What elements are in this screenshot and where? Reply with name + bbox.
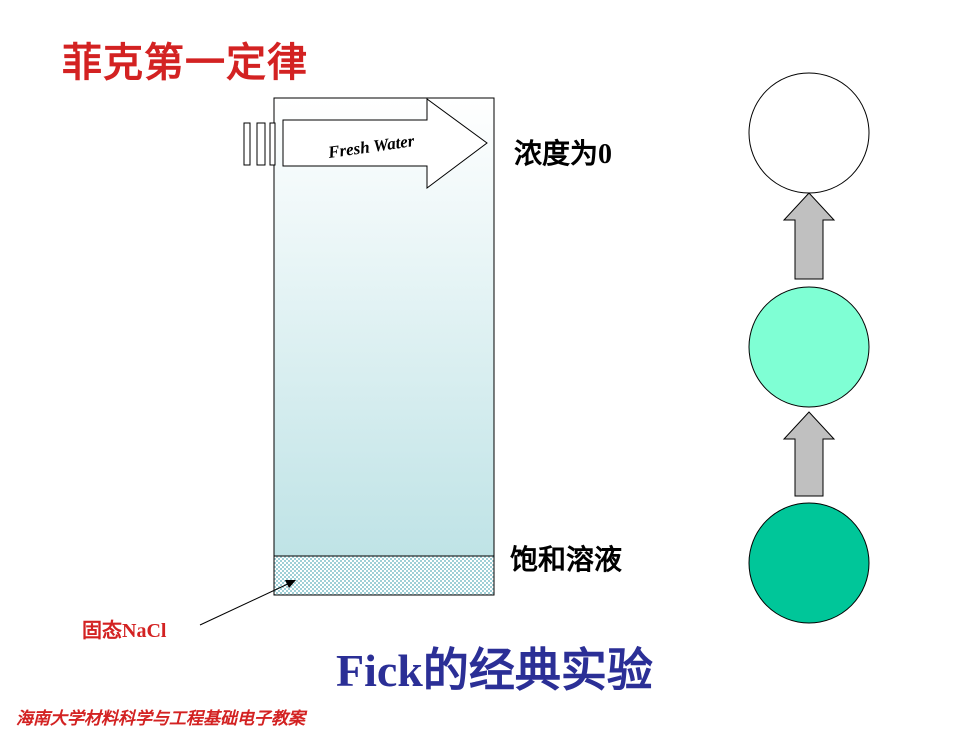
saturated-solution-label: 饱和溶液 [510, 545, 623, 576]
experiment-caption: Fick的经典实验 [336, 645, 653, 696]
footer-credit: 海南大学材料科学与工程基础电子教案 [16, 709, 305, 728]
nacl-pointer-arrowhead [285, 580, 296, 588]
concentration-circle-top [748, 72, 870, 194]
water-column [273, 97, 495, 557]
fresh-water-arrow [282, 98, 488, 189]
up-arrow-icon [782, 192, 836, 280]
nacl-pointer-line [199, 581, 293, 626]
concentration-circle-bottom [748, 502, 870, 624]
inlet-stripe [269, 122, 276, 166]
concentration-circle-middle [748, 286, 870, 408]
solid-nacl-label: 固态NaCl [82, 620, 167, 642]
nacl-solid-layer [273, 555, 495, 596]
inlet-stripe [243, 122, 251, 166]
page-title: 菲克第一定律 [62, 40, 308, 85]
inlet-stripe [256, 122, 266, 166]
zero-concentration-label: 浓度为0 [514, 139, 613, 170]
up-arrow-icon [782, 411, 836, 497]
